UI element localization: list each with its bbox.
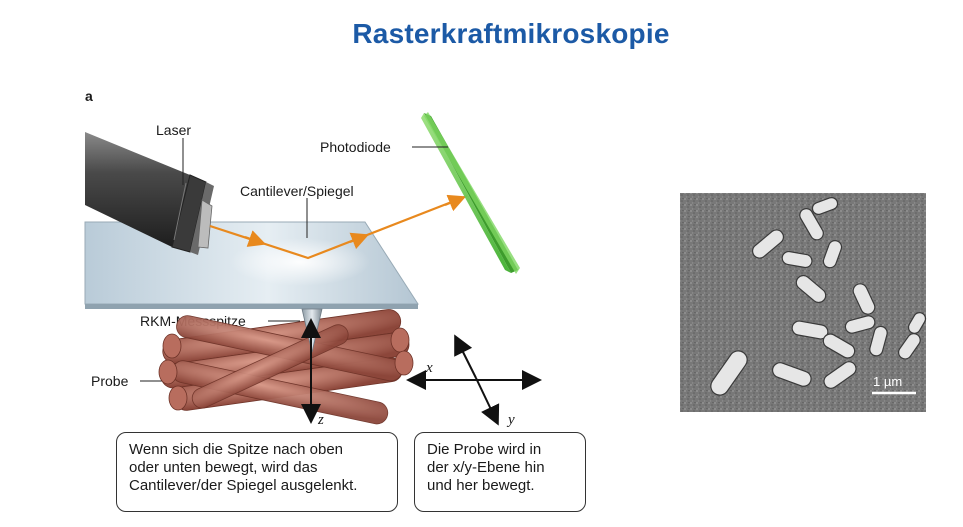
sem-micrograph: 1 µm [680,193,927,412]
x-axis-label: x [425,360,433,376]
laser-device [85,132,214,255]
sample-rods [158,309,414,425]
y-arrow-up [454,334,477,379]
cantilever-edge [85,304,418,309]
photodiode-label: Photodiode [320,139,391,155]
cantilever-label: Cantilever/Spiegel [240,183,354,199]
laser-label: Laser [156,122,191,138]
beam-arrow-in [244,230,267,247]
page-title: Rasterkraftmikroskopie [352,18,670,49]
tip-explanation-line: oder unten bewegt, wird das [129,459,318,476]
panel-letter: a [85,88,93,104]
laser-beam [209,194,468,260]
scale-bar-label: 1 µm [873,374,902,389]
sample-explanation-box: Die Probe wird in der x/y-Ebene hin und … [414,432,586,512]
beam-arrow-out [444,194,467,212]
z-axis-label: z [317,412,324,428]
tip-explanation-line: Wenn sich die Spitze nach oben [129,441,344,458]
y-axis-label: y [506,412,515,428]
photodiode [421,112,520,274]
probe-label: Probe [91,373,129,389]
sample-explanation-line: und her bewegt. [427,477,535,494]
tip-explanation-box: Wenn sich die Spitze nach oben oder unte… [116,432,398,512]
beam-arrow-reflect [349,232,370,250]
tip-explanation-line: Cantilever/der Spiegel ausgelenkt. [129,477,358,494]
reflection-glow [230,238,370,286]
y-arrow-down [475,377,500,426]
sample-explanation-line: Die Probe wird in [427,441,542,458]
sample-explanation-line: der x/y-Ebene hin [427,459,545,476]
